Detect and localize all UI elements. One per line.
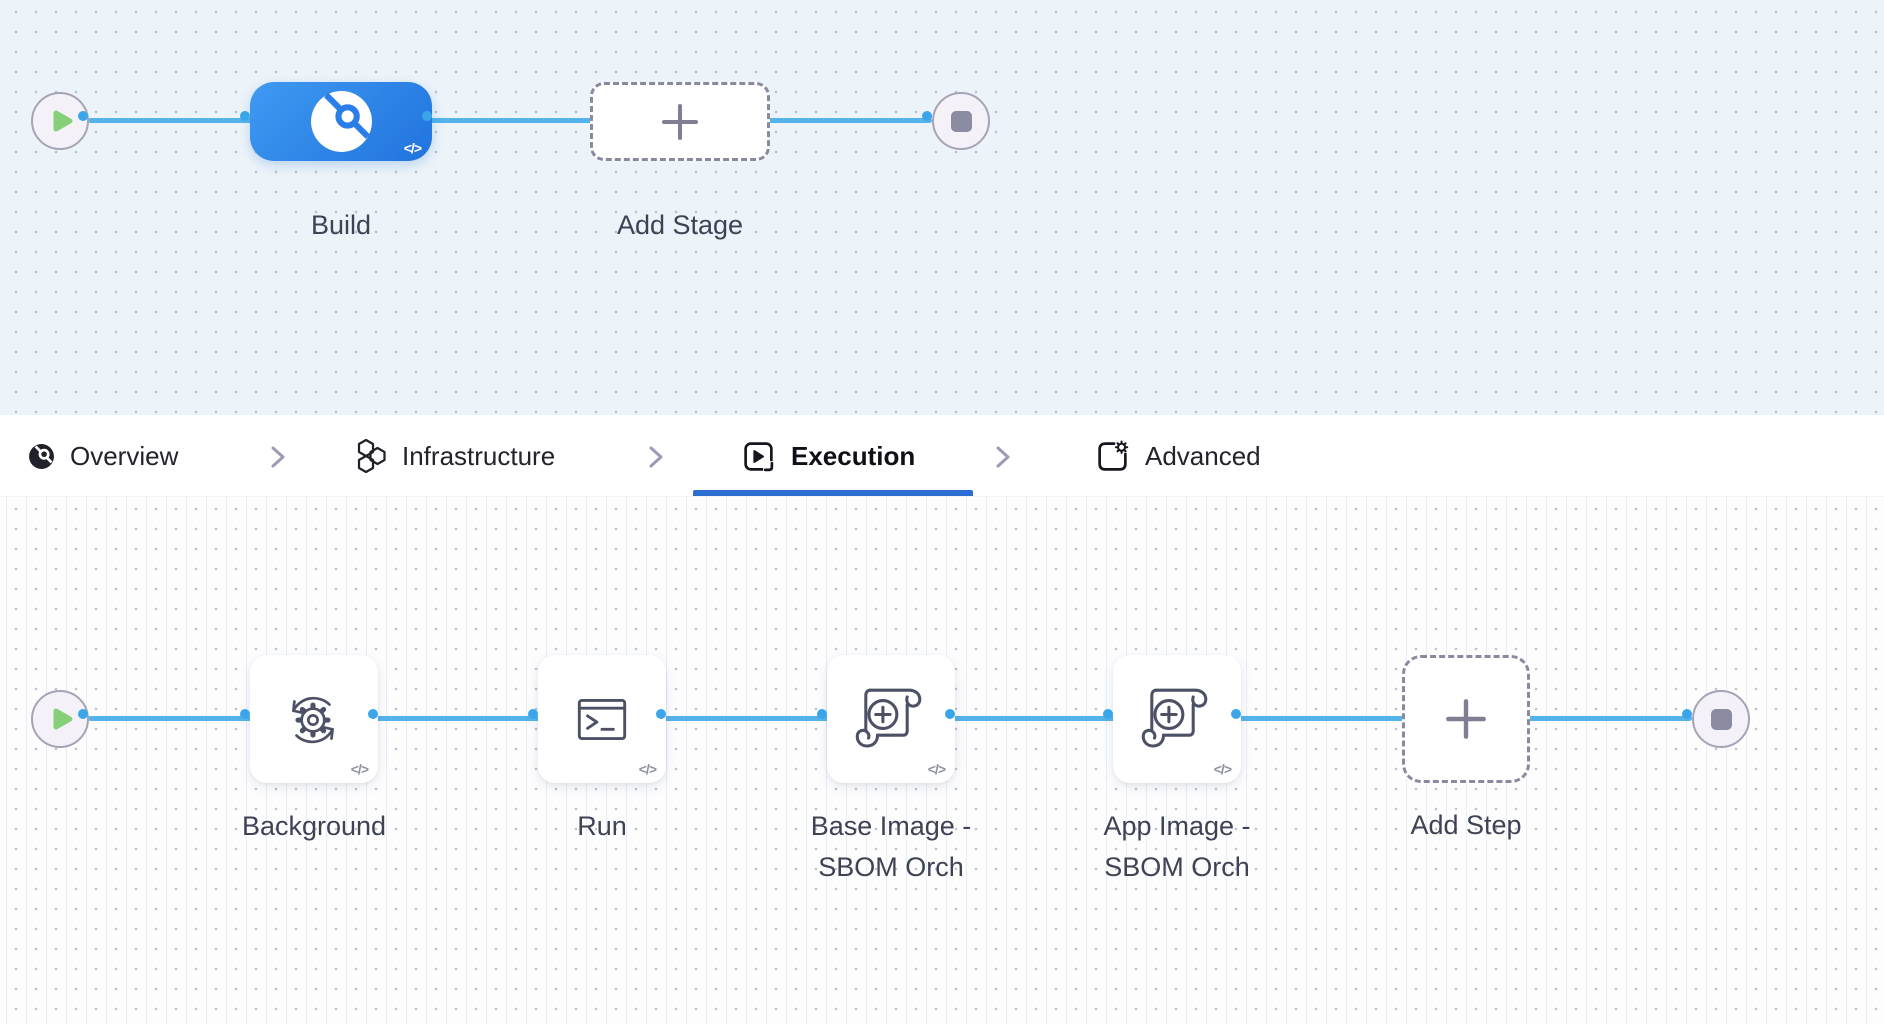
add-stage-label: Add Stage (616, 210, 744, 240)
connector-port[interactable] (945, 709, 955, 719)
build-stage-icon (310, 91, 372, 152)
plus-icon (662, 103, 698, 140)
terminal-icon (577, 698, 627, 741)
chevron-right-icon (996, 446, 1010, 468)
pipeline-start-node (31, 92, 89, 150)
background-sync-gear-icon (292, 696, 334, 744)
execution-icon (744, 441, 775, 472)
sbom-scroll-icon (1141, 688, 1208, 748)
overview-icon (29, 443, 54, 469)
execution-start-node (31, 690, 89, 748)
connector-port[interactable] (368, 709, 378, 719)
step-node-base-image-sbom[interactable]: </> (827, 655, 955, 783)
step-label-base-image: Base Image - SBOM Orch (761, 806, 1021, 888)
stop-icon (950, 110, 972, 132)
tab-infrastructure[interactable]: Infrastructure (356, 415, 555, 497)
tab-label: Advanced (1145, 440, 1261, 471)
play-icon (53, 708, 72, 730)
execution-end-node (1692, 690, 1750, 748)
connector-port[interactable] (817, 709, 827, 719)
step-node-background[interactable]: </> (250, 655, 378, 783)
tab-label: Execution (791, 440, 916, 471)
step-label-run: Run (577, 811, 627, 841)
code-badge: </> (1213, 761, 1232, 777)
step-label-line: Base Image - (810, 811, 972, 841)
chevron-right-icon (271, 446, 285, 468)
stage-canvas[interactable]: </> Build Add Stage (0, 0, 1884, 415)
connector-port[interactable] (78, 111, 88, 121)
stage-config-tabbar: Overview Infrastructure (0, 415, 1884, 497)
step-label-line: App Image - (1103, 811, 1251, 841)
code-badge: </> (638, 761, 657, 777)
stop-icon (1710, 708, 1732, 730)
tab-execution[interactable]: Execution (741, 415, 915, 497)
connector-port[interactable] (240, 709, 250, 719)
advanced-icon (1098, 440, 1129, 471)
play-icon (53, 110, 72, 132)
connector-port[interactable] (528, 709, 538, 719)
connector-port[interactable] (422, 111, 432, 121)
chevron-right-icon (649, 446, 663, 468)
step-node-run[interactable]: </> (538, 655, 666, 783)
connector-port[interactable] (656, 709, 666, 719)
add-step-label: Add Step (1410, 810, 1522, 840)
step-label-line: SBOM Orch (818, 852, 964, 882)
connector-port[interactable] (922, 111, 932, 121)
infrastructure-icon (357, 439, 386, 473)
connector-port[interactable] (1682, 709, 1692, 719)
pipeline-end-node (932, 92, 990, 150)
sbom-scroll-icon (855, 688, 922, 748)
step-node-app-image-sbom[interactable]: </> (1113, 655, 1241, 783)
step-label-app-image: App Image - SBOM Orch (1047, 806, 1307, 888)
tab-overview[interactable]: Overview (28, 415, 178, 497)
add-stage-button[interactable] (590, 82, 770, 161)
step-label-background: Background (241, 811, 387, 841)
connector-port[interactable] (1103, 709, 1113, 719)
build-stage-node[interactable]: </> (250, 82, 432, 161)
code-badge: </> (403, 140, 422, 156)
build-stage-label: Build (310, 210, 372, 240)
code-badge: </> (350, 761, 369, 777)
plus-icon (1446, 699, 1486, 739)
stage-connector-wire (88, 118, 932, 123)
add-step-button[interactable] (1402, 655, 1530, 783)
tab-label: Overview (70, 440, 179, 471)
active-tab-underline (693, 490, 973, 496)
execution-step-canvas[interactable]: </> </> (0, 497, 1884, 1024)
connector-port[interactable] (1231, 709, 1241, 719)
code-badge: </> (927, 761, 946, 777)
connector-port[interactable] (240, 111, 250, 121)
tab-label: Infrastructure (402, 440, 556, 471)
step-label-line: SBOM Orch (1104, 852, 1250, 882)
tab-advanced[interactable]: Advanced (1095, 415, 1261, 497)
connector-port[interactable] (78, 709, 88, 719)
